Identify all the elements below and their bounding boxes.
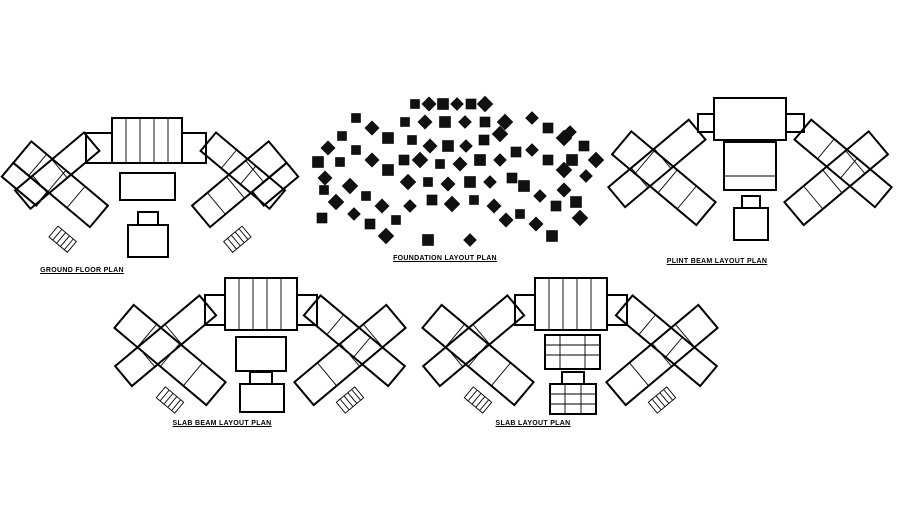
footing-pad — [506, 172, 518, 184]
footing-pad — [327, 193, 345, 211]
footing-pad — [546, 230, 558, 242]
slab-beam-plan-title: SLAB BEAM LAYOUT PLAN — [172, 420, 272, 427]
footing-pad — [440, 176, 456, 192]
footing-pad — [570, 196, 582, 208]
footing-pad — [411, 151, 429, 169]
footing-pad — [443, 195, 461, 213]
footing-pad — [510, 146, 522, 158]
footing-pad — [410, 99, 420, 109]
footing-pad — [426, 194, 438, 206]
footing-pad — [399, 173, 417, 191]
footing-pad — [364, 218, 376, 230]
footing-pad — [422, 138, 438, 154]
footing-pad — [483, 175, 497, 189]
footing-pad — [498, 212, 514, 228]
footing-pad — [579, 169, 593, 183]
footing-pad — [417, 114, 433, 130]
slab-beam-plan — [112, 277, 408, 414]
footing-pad — [566, 154, 578, 166]
footing-pad — [555, 161, 573, 179]
footing-pad — [364, 120, 380, 136]
footing-pad — [351, 113, 361, 123]
footing-pad — [361, 191, 371, 201]
footing-pad — [556, 182, 572, 198]
footing-pad — [435, 159, 445, 169]
footing-pad — [452, 156, 468, 172]
footing-pad — [542, 154, 554, 166]
footing-pad — [391, 215, 401, 225]
footing-pad — [364, 152, 380, 168]
footing-pad — [533, 189, 547, 203]
footing-pad — [478, 134, 490, 146]
footing-pad — [422, 234, 434, 246]
footing-pad — [337, 131, 347, 141]
footing-pad — [528, 216, 544, 232]
footing-pad — [550, 200, 562, 212]
footing-pad — [312, 156, 324, 168]
footing-pad — [335, 157, 345, 167]
footing-pad — [525, 143, 539, 157]
footing-pad — [515, 209, 525, 219]
footing-pad — [496, 113, 514, 131]
footing-pad — [463, 233, 477, 247]
footing-pad — [479, 116, 491, 128]
footing-pad — [563, 125, 577, 139]
footing-pad — [525, 111, 539, 125]
footing-pad — [398, 154, 410, 166]
footing-pad — [450, 97, 464, 111]
footing-pad — [400, 117, 410, 127]
footing-pad — [316, 212, 328, 224]
footing-pad — [465, 98, 477, 110]
ground-floor-plan — [0, 117, 300, 258]
slab-plan — [420, 277, 720, 415]
footing-pad — [382, 132, 394, 144]
footing-pad — [571, 209, 589, 227]
footing-pad — [486, 198, 502, 214]
footing-pad — [341, 177, 359, 195]
footing-pad — [377, 227, 395, 245]
footing-pad — [578, 140, 590, 152]
footing-pad — [407, 135, 417, 145]
plinth-beam-plan-title: PLINT BEAM LAYOUT PLAN — [666, 258, 768, 265]
footing-pad — [458, 115, 472, 129]
footing-pad — [347, 207, 361, 221]
plinth-beam-plan — [606, 97, 894, 241]
footing-pad — [518, 180, 530, 192]
footing-pad — [476, 95, 494, 113]
footing-pad — [442, 140, 454, 152]
foundation-layout-plan-title: FOUNDATION LAYOUT PLAN — [393, 255, 497, 262]
footing-pad — [459, 139, 473, 153]
foundation-layout-plan — [312, 95, 605, 247]
footing-pad — [320, 140, 336, 156]
footing-pad — [351, 145, 361, 155]
footing-pad — [587, 151, 605, 169]
footing-pad — [437, 98, 449, 110]
footing-pad — [403, 199, 417, 213]
slab-plan-title: SLAB LAYOUT PLAN — [495, 420, 571, 427]
footing-pad — [319, 185, 329, 195]
footing-pad — [382, 164, 394, 176]
footing-pad — [439, 116, 451, 128]
footing-pad — [421, 96, 437, 112]
footing-pad — [423, 177, 433, 187]
footing-pad — [491, 125, 509, 143]
footing-pad — [542, 122, 554, 134]
footing-pad — [493, 153, 507, 167]
footing-pad — [374, 198, 390, 214]
ground-floor-plan-title: GROUND FLOOR PLAN — [40, 267, 124, 274]
footing-pad — [474, 154, 486, 166]
footing-pad — [317, 170, 333, 186]
footing-pad — [469, 195, 479, 205]
footing-pad — [464, 176, 476, 188]
